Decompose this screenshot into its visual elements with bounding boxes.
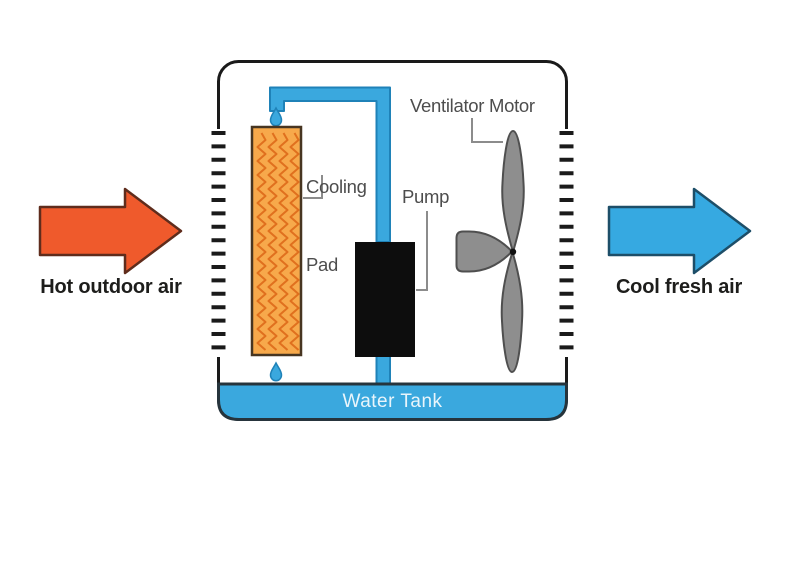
- water-drop-icon-bottom: [269, 361, 283, 382]
- fan-hub-icon: [509, 248, 517, 255]
- water-tank-label: Water Tank: [342, 391, 443, 412]
- water-tank: [217, 382, 568, 421]
- pump-leader-line: [416, 211, 428, 291]
- fan-blade-bottom: [500, 251, 524, 373]
- cooling-pad-pattern: [256, 132, 300, 351]
- fan-blade-front: [455, 230, 513, 273]
- ventilator-motor-leader-line: [471, 118, 503, 143]
- pump-label: Pump: [402, 186, 450, 207]
- pump-intake-pipe: [375, 355, 391, 386]
- cooling-pad-label: Cooling Pad: [306, 122, 367, 330]
- hot-air-label: Hot outdoor air: [40, 276, 182, 298]
- hot-air-arrow-icon: [38, 187, 183, 275]
- cool-air-label: Cool fresh air: [615, 276, 743, 298]
- cooling-pad-label-line1: Cooling: [306, 176, 367, 197]
- left-vent-wall-gap: [210, 129, 227, 357]
- right-vent-wall-gap: [558, 129, 575, 357]
- cool-air-arrow-icon: [607, 187, 752, 275]
- fan-blade-top: [501, 130, 525, 253]
- cooling-pad-leader-line: [303, 175, 323, 199]
- ventilator-motor-label: Ventilator Motor: [410, 95, 535, 116]
- pump-body: [355, 242, 415, 357]
- cooling-pad-label-line2: Pad: [306, 254, 339, 275]
- fan-blades-icon: [455, 130, 525, 373]
